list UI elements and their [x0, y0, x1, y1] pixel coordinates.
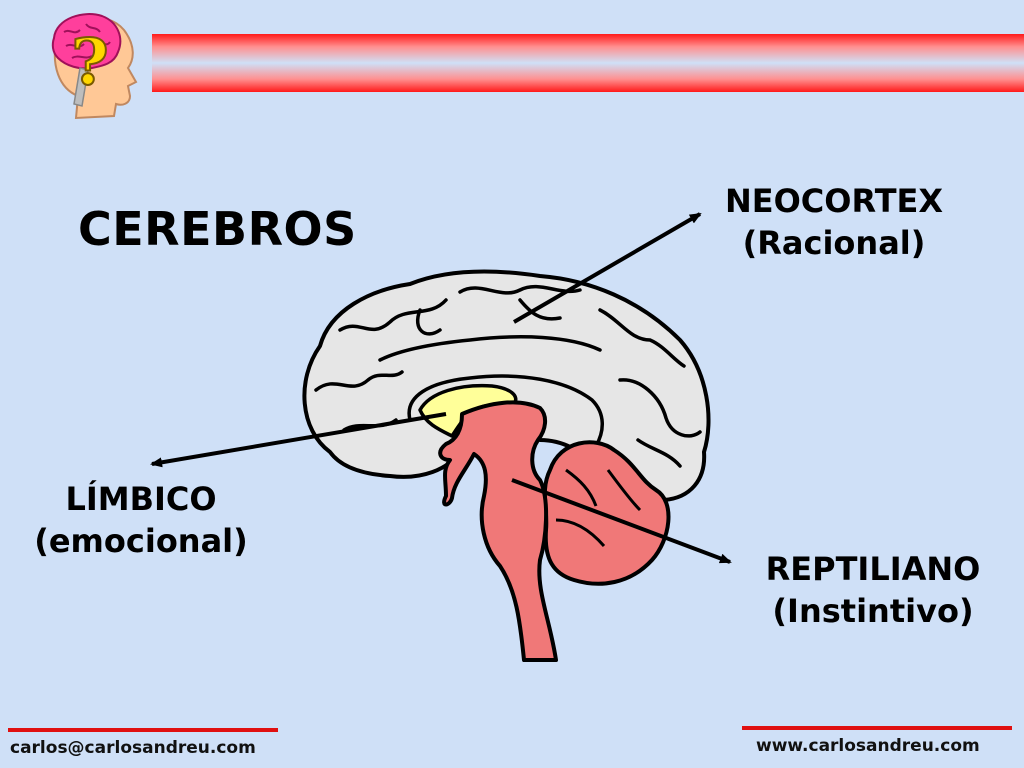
footer-email[interactable]: carlos@carlosandreu.com	[10, 738, 256, 758]
head-question-icon: ?	[51, 13, 138, 120]
cortex-folds	[314, 284, 702, 468]
label-reptiliano-desc: (Instintivo)	[772, 592, 974, 630]
label-neocortex-name: NEOCORTEX	[724, 182, 944, 220]
reptilian-region	[438, 400, 558, 662]
arrow-neocortex	[512, 212, 702, 324]
cerebellum-folds	[555, 468, 642, 547]
label-neocortex-desc: (Racional)	[742, 224, 926, 262]
arrow-limbico	[150, 412, 447, 468]
footer-line-left	[8, 728, 278, 732]
arrow-reptiliano	[511, 478, 732, 564]
page-title: CEREBROS	[78, 202, 357, 256]
label-limbico-name: LÍMBICO	[65, 480, 217, 518]
label-reptiliano: REPTILIANO (Instintivo)	[728, 548, 1018, 632]
footer-line-right	[742, 726, 1012, 730]
header-banner	[152, 34, 1024, 92]
label-limbico-desc: (emocional)	[34, 522, 248, 560]
label-neocortex: NEOCORTEX (Racional)	[706, 180, 962, 264]
label-reptiliano-name: REPTILIANO	[765, 550, 981, 588]
label-limbico: LÍMBICO (emocional)	[10, 478, 272, 562]
question-mark: ?	[71, 25, 109, 100]
footer-website[interactable]: www.carlosandreu.com	[756, 736, 980, 756]
